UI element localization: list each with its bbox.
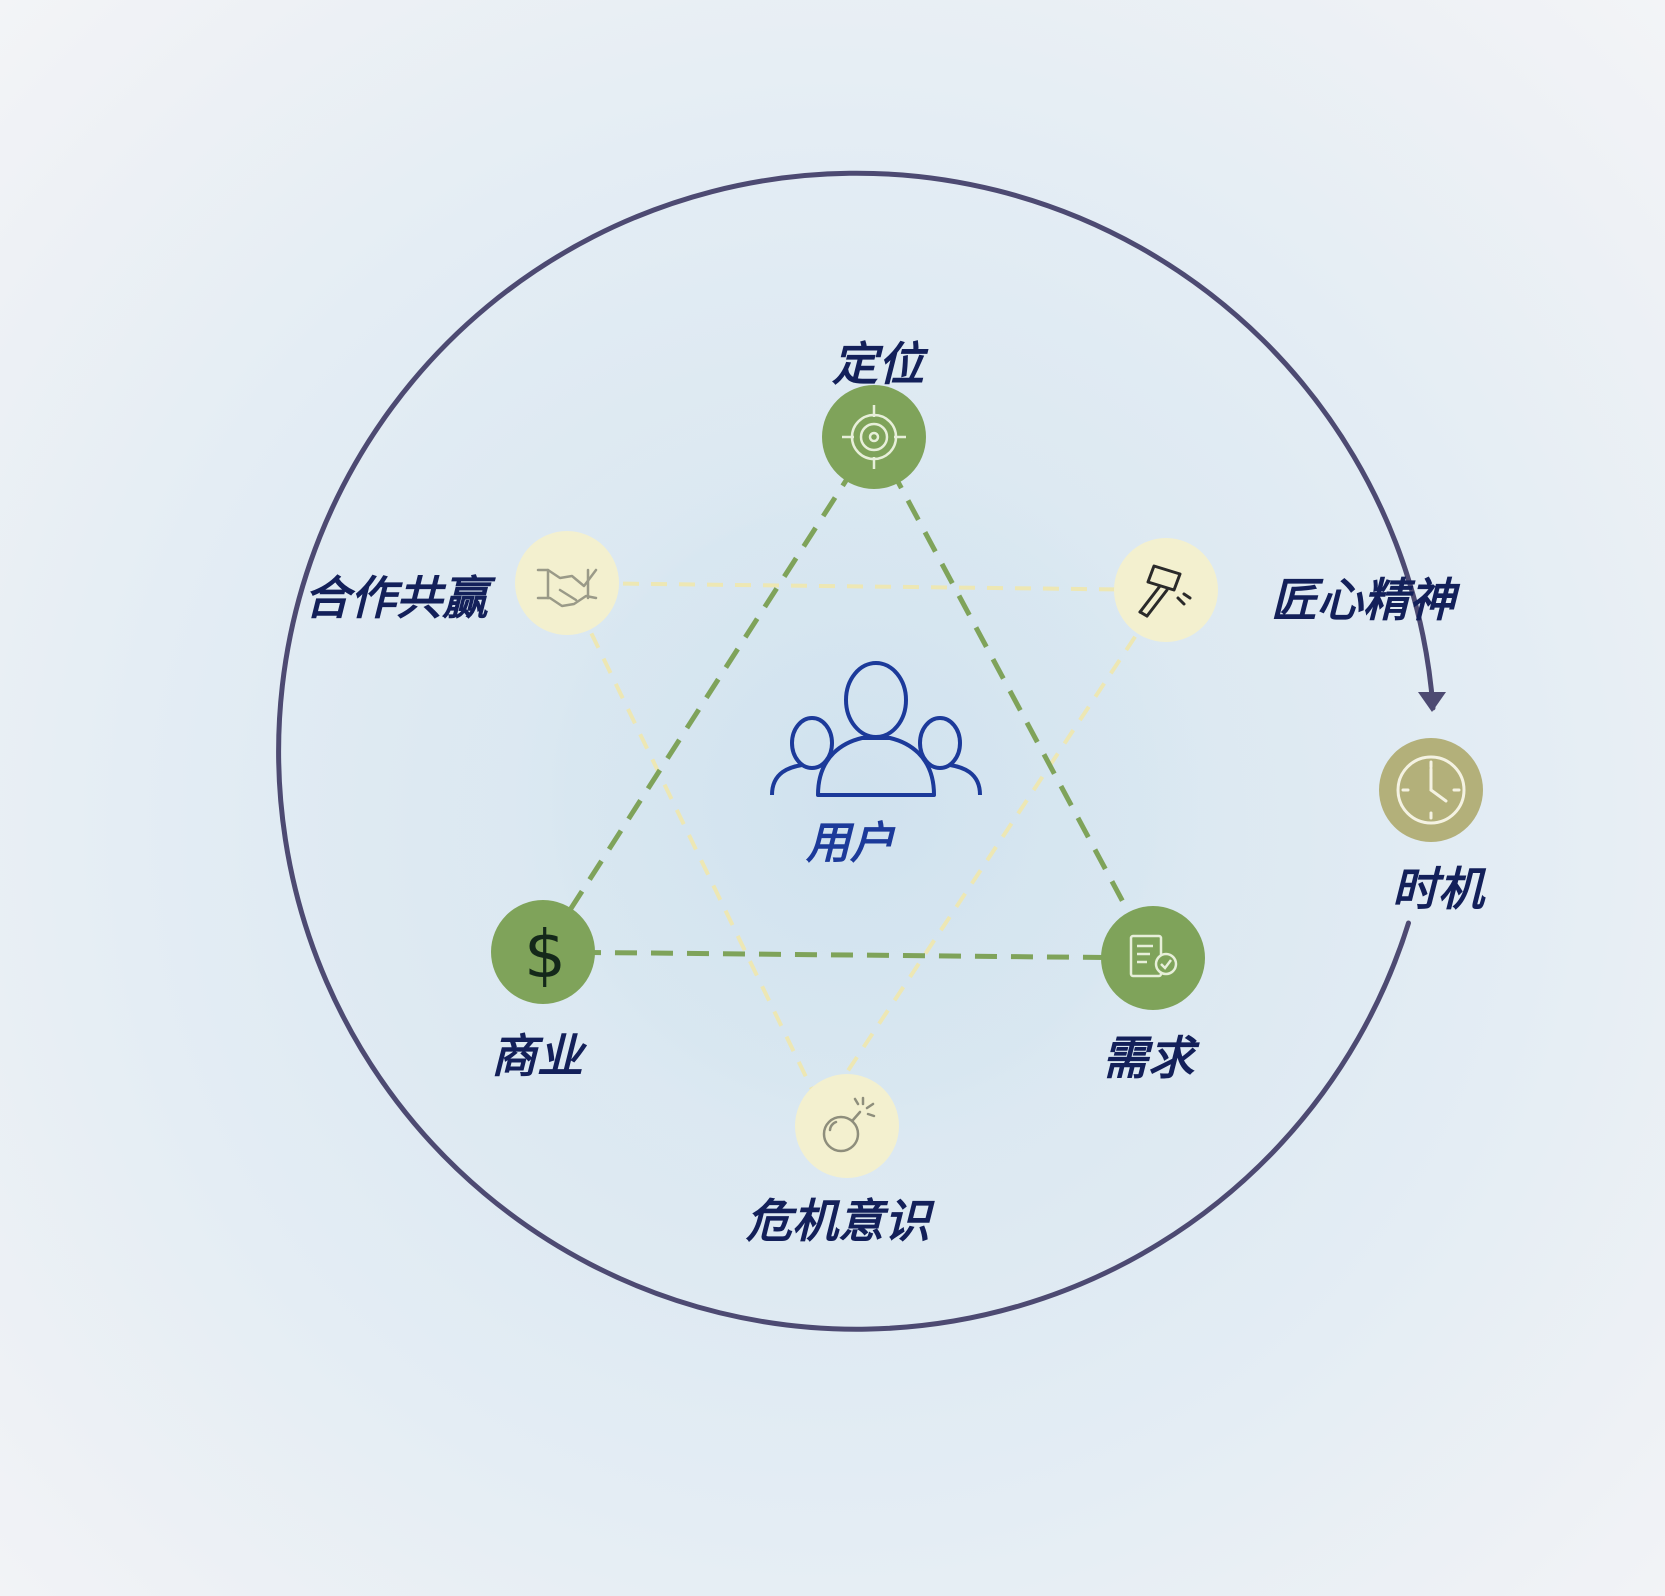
primary-triangle: [540, 435, 1156, 961]
node-timing: [1379, 738, 1483, 842]
bomb-icon: [822, 1096, 876, 1153]
positioning-label: 定位: [832, 337, 929, 391]
hammer-icon: [1138, 564, 1192, 618]
target-icon: [842, 405, 906, 469]
crisis-label: 危机意识: [745, 1194, 935, 1248]
node-positioning: [822, 385, 926, 489]
node-business: $: [491, 900, 595, 1004]
demand-label: 需求: [1102, 1031, 1200, 1085]
node-craftsmanship: [1114, 538, 1218, 642]
document-check-icon: [1129, 934, 1178, 978]
timing-label: 时机: [1392, 862, 1487, 916]
center-label: 用户: [805, 818, 896, 869]
business-label: 商业: [491, 1029, 588, 1083]
node-crisis: [795, 1074, 899, 1178]
craftsmanship-label: 匠心精神: [1271, 573, 1461, 627]
node-demand: [1101, 906, 1205, 1010]
handshake-icon: [536, 568, 598, 608]
dollar-icon: $: [524, 916, 566, 993]
node-cooperation: [515, 531, 619, 635]
users-group-icon: [770, 661, 982, 797]
ring-arrowhead: [1418, 692, 1446, 712]
cooperation-label: 合作共赢: [304, 571, 496, 625]
outer-ring: [276, 170, 1436, 1332]
background-glow: [440, 380, 1280, 1220]
clock-icon: [1396, 755, 1466, 825]
secondary-triangle: [565, 581, 1168, 1112]
